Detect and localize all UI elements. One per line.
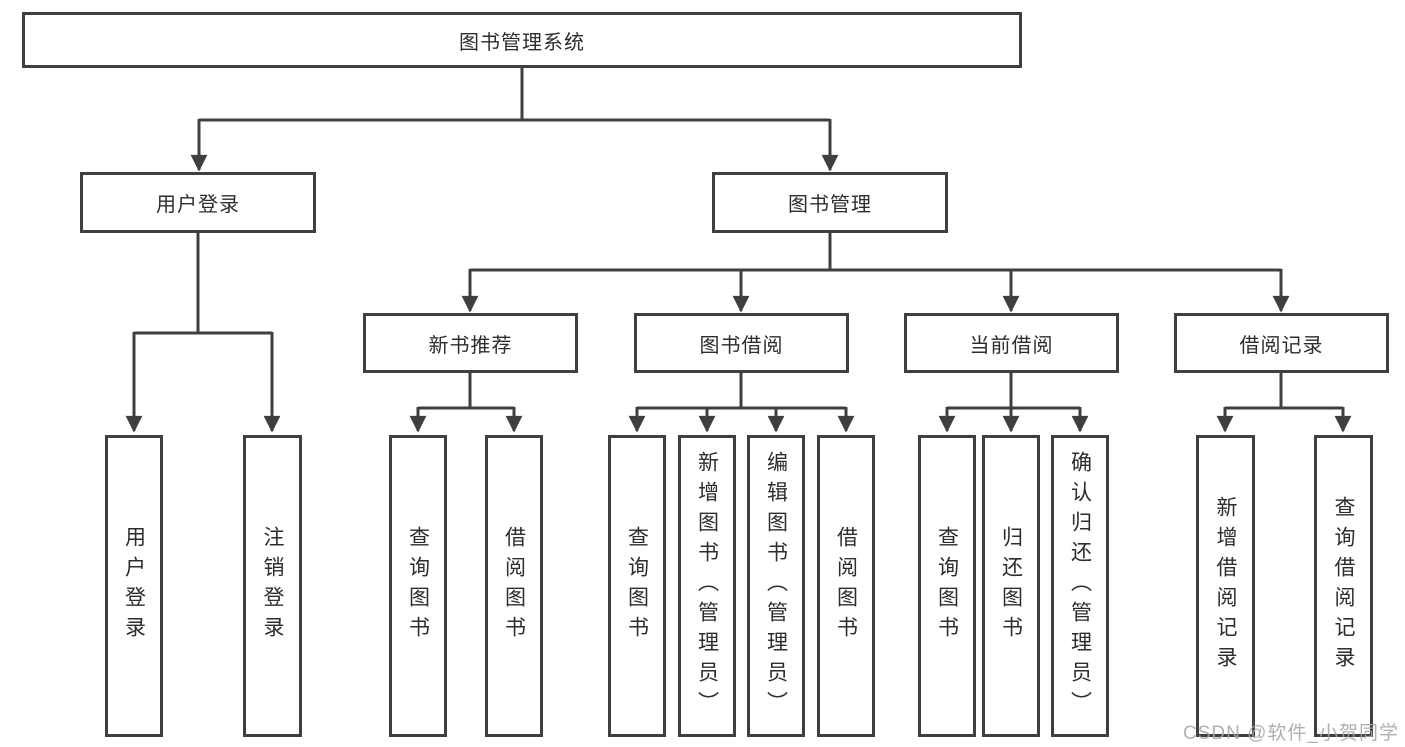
node-current-borrow: 当前借阅 bbox=[904, 313, 1119, 373]
node-leaf-user-login: 用户登录 bbox=[105, 435, 163, 737]
csdn-watermark: CSDN @软件_小贺同学 bbox=[1183, 723, 1399, 744]
node-current-confirm-return-admin: 确认归还（管理员） bbox=[1051, 435, 1109, 737]
node-library-management-system: 图书管理系统 bbox=[22, 12, 1022, 68]
node-borrow-borrow-books: 借阅图书 bbox=[817, 435, 875, 737]
node-newbook-query-books: 查询图书 bbox=[389, 435, 447, 737]
node-newbook-borrow-books: 借阅图书 bbox=[485, 435, 543, 737]
node-borrow-edit-books-admin: 编辑图书（管理员） bbox=[747, 435, 805, 737]
node-book-borrow: 图书借阅 bbox=[634, 313, 849, 373]
node-current-return-books: 归还图书 bbox=[982, 435, 1040, 737]
node-new-book-recommend: 新书推荐 bbox=[363, 313, 578, 373]
connector-bus-lines bbox=[134, 68, 1343, 410]
node-records-add-record: 新增借阅记录 bbox=[1196, 435, 1255, 737]
node-records-query-record: 查询借阅记录 bbox=[1314, 435, 1373, 737]
node-leaf-logout: 注销登录 bbox=[243, 435, 302, 737]
node-book-management: 图书管理 bbox=[712, 172, 948, 233]
node-borrow-query-books: 查询图书 bbox=[608, 435, 666, 737]
node-borrow-records: 借阅记录 bbox=[1174, 313, 1389, 373]
node-user-login: 用户登录 bbox=[80, 172, 316, 233]
node-borrow-add-books-admin: 新增图书（管理员） bbox=[678, 435, 736, 737]
node-current-query-books: 查询图书 bbox=[918, 435, 976, 737]
